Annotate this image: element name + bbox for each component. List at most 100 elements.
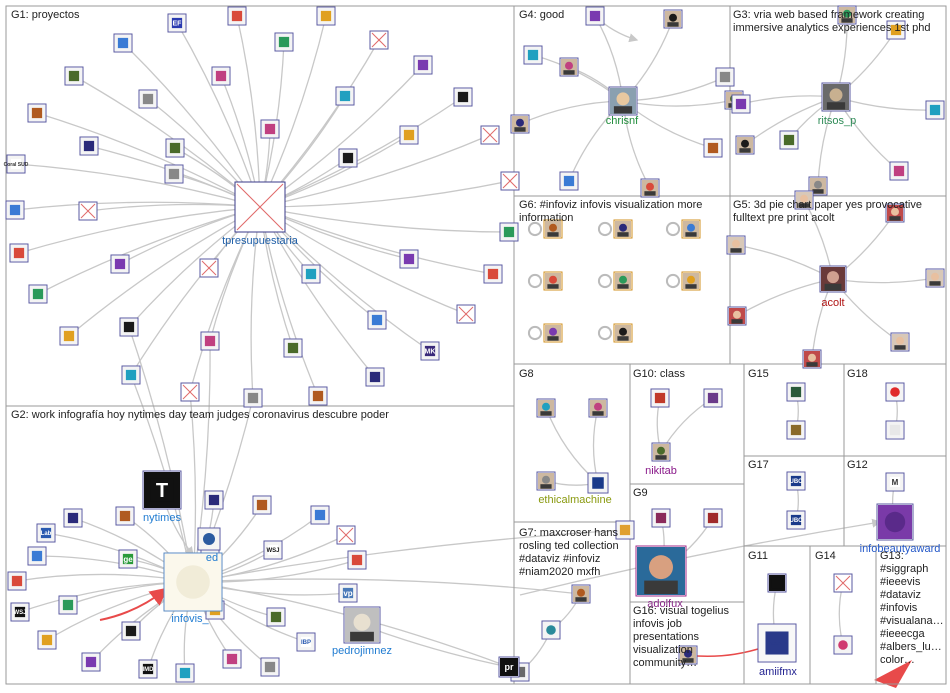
g4-node[interactable] (585, 6, 605, 26)
g16-node[interactable] (678, 645, 698, 665)
g3-node[interactable] (889, 161, 909, 181)
g5-node[interactable] (925, 268, 945, 288)
g1-node[interactable]: EF (167, 13, 187, 33)
g6-self-loop-node[interactable] (595, 323, 615, 343)
g3-node[interactable] (886, 20, 906, 40)
g6-node[interactable] (613, 271, 633, 291)
g1-node[interactable] (260, 119, 280, 139)
g1-node[interactable]: Coral SUD (4, 154, 29, 174)
g10-node[interactable] (703, 388, 723, 408)
g5-node[interactable] (726, 235, 746, 255)
g2-node[interactable] (347, 550, 367, 570)
g1-node[interactable] (483, 264, 503, 284)
g1-node[interactable] (399, 125, 419, 145)
g3-node[interactable] (837, 5, 857, 25)
g3-node[interactable] (735, 135, 755, 155)
g2-node[interactable]: IMD (138, 659, 158, 679)
g1-node[interactable] (180, 382, 200, 402)
g1-node[interactable] (121, 365, 141, 385)
g9-node[interactable] (703, 508, 723, 528)
g1-node[interactable] (499, 222, 519, 242)
g1-node[interactable] (316, 6, 336, 26)
g1-node[interactable] (59, 326, 79, 346)
g1-node[interactable] (119, 317, 139, 337)
g4-node[interactable] (523, 45, 543, 65)
g4-node[interactable] (663, 9, 683, 29)
g1-node[interactable] (301, 264, 321, 284)
g1-node[interactable] (5, 200, 25, 220)
g17-node[interactable]: UBC (786, 471, 806, 491)
hub-node-ed[interactable] (197, 527, 221, 551)
g1-node[interactable] (283, 338, 303, 358)
g3-node[interactable] (808, 176, 828, 196)
g5-node[interactable] (885, 203, 905, 223)
g2-node[interactable]: IBP (296, 632, 316, 652)
g5-node[interactable] (727, 306, 747, 326)
g1-node[interactable] (28, 284, 48, 304)
g1-node[interactable] (211, 66, 231, 86)
g7-node[interactable] (541, 620, 561, 640)
g2-node[interactable]: Lab (36, 523, 56, 543)
g5-node[interactable] (802, 349, 822, 369)
hub-node-ritsos[interactable] (821, 82, 851, 112)
hub-node-chrisnf[interactable] (608, 86, 638, 116)
g1-node[interactable] (413, 55, 433, 75)
g4-node[interactable] (640, 178, 660, 198)
g15-node[interactable] (786, 420, 806, 440)
g3-node[interactable] (925, 100, 945, 120)
g6-node[interactable] (613, 323, 633, 343)
g1-node[interactable] (78, 201, 98, 221)
g2-node[interactable] (336, 525, 356, 545)
g1-node[interactable] (110, 254, 130, 274)
g8-node[interactable] (588, 398, 608, 418)
g6-self-loop-node[interactable] (525, 219, 545, 239)
hub-node-adolfux[interactable] (635, 545, 687, 597)
g1-node[interactable] (79, 136, 99, 156)
hub-node-infovis[interactable] (163, 552, 223, 612)
g1-node[interactable] (227, 6, 247, 26)
g2-node[interactable]: WSJ (263, 540, 283, 560)
g2-node[interactable]: WSJ (10, 602, 30, 622)
g3-node[interactable] (779, 130, 799, 150)
g17-node[interactable]: UBC (786, 510, 806, 530)
hub-node-pedrojimnez[interactable] (343, 606, 381, 644)
g1-node[interactable] (64, 66, 84, 86)
g1-node[interactable] (165, 138, 185, 158)
g6-self-loop-node[interactable] (525, 323, 545, 343)
g1-node[interactable] (335, 86, 355, 106)
g9-node[interactable] (651, 508, 671, 528)
hub-node-infobeautyaward[interactable] (876, 503, 914, 541)
g2-node[interactable] (115, 506, 135, 526)
g12-node[interactable]: M (885, 472, 905, 492)
g2-node[interactable]: vp (338, 583, 358, 603)
g11-node[interactable] (767, 573, 787, 593)
hub-node-amiifmx[interactable]: Dataviz (757, 623, 797, 663)
g8-node[interactable] (536, 471, 556, 491)
g1-node[interactable] (399, 249, 419, 269)
g2-node[interactable] (121, 621, 141, 641)
hub-node-acolt[interactable] (819, 265, 847, 293)
g1-node[interactable] (500, 171, 520, 191)
g18-node[interactable] (885, 420, 905, 440)
g2-node[interactable] (58, 595, 78, 615)
g1-node[interactable] (480, 125, 500, 145)
g15-node[interactable] (786, 382, 806, 402)
g6-node[interactable] (543, 323, 563, 343)
hub-node-ethicalmachine[interactable] (587, 472, 609, 494)
g1-node[interactable] (365, 367, 385, 387)
g6-self-loop-node[interactable] (663, 219, 683, 239)
g6-node[interactable] (543, 271, 563, 291)
g6-self-loop-node[interactable] (595, 271, 615, 291)
g6-node[interactable] (613, 219, 633, 239)
g1-node[interactable] (367, 310, 387, 330)
hub-node-nytimes[interactable]: T (142, 470, 182, 510)
g1-node[interactable] (338, 148, 358, 168)
g1-node[interactable] (456, 304, 476, 324)
g6-self-loop-node[interactable] (525, 271, 545, 291)
g2-node[interactable]: ge (118, 549, 138, 569)
g2-node[interactable] (27, 546, 47, 566)
g1-node[interactable] (9, 243, 29, 263)
g2-node[interactable] (63, 508, 83, 528)
g5-node[interactable] (794, 190, 814, 210)
g1-node[interactable] (243, 388, 263, 408)
